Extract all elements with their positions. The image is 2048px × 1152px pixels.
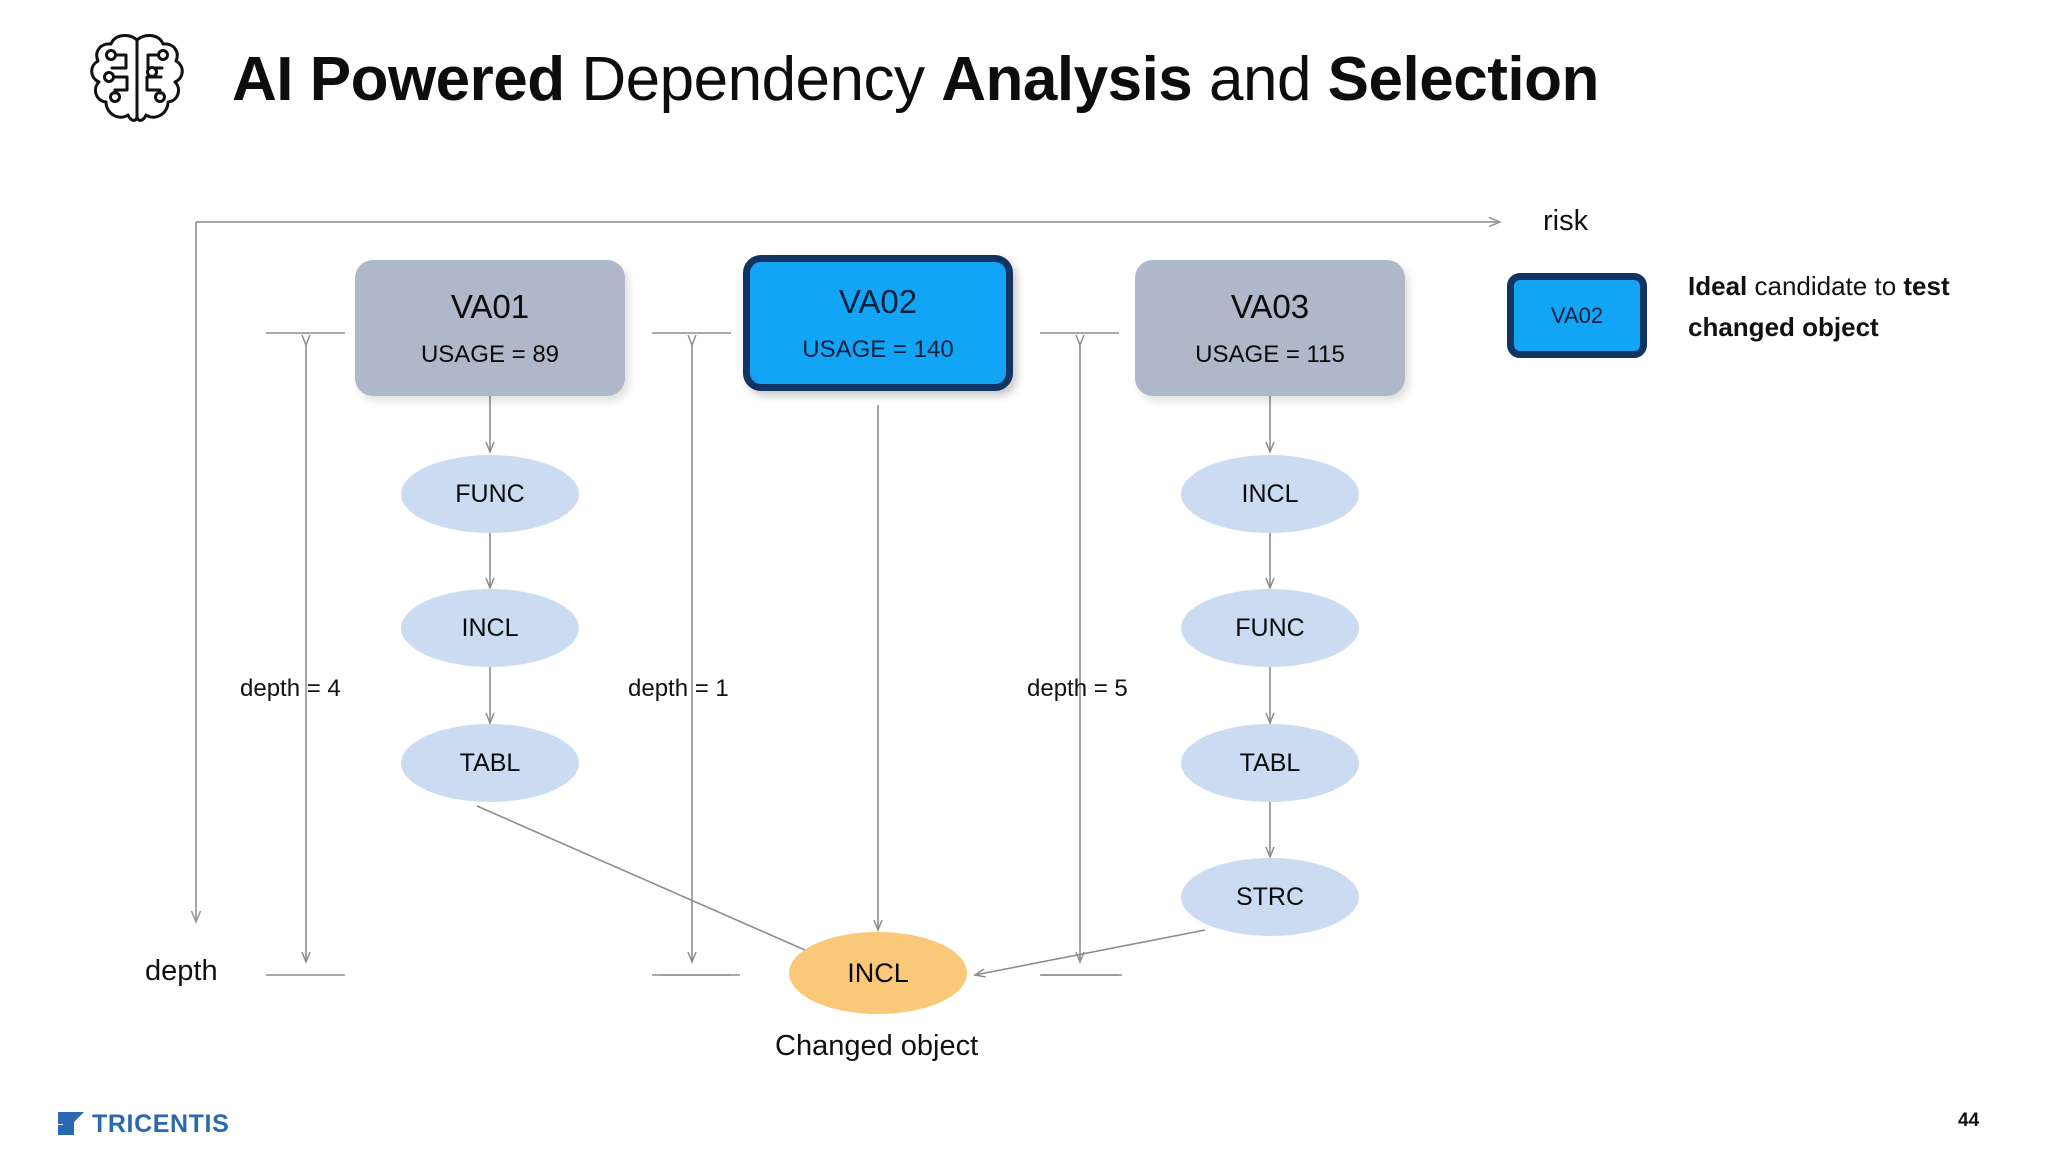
node-va01-tabl-label: TABL [459, 748, 521, 777]
legend-part-2: test changed object [1688, 271, 1950, 342]
node-va03-func[interactable]: FUNC [1181, 589, 1359, 667]
legend-part-1: candidate to [1754, 271, 1904, 301]
depth-label-va01: depth = 4 [240, 675, 341, 702]
node-va03-incl-label: INCL [1241, 479, 1299, 508]
legend-part-0: Ideal [1688, 271, 1755, 301]
legend-swatch-label: VA02 [1550, 302, 1604, 328]
node-va03-strc[interactable]: STRC [1181, 858, 1359, 936]
node-va03-func-label: FUNC [1235, 613, 1305, 642]
node-changed-object-label: INCL [847, 957, 909, 988]
node-va01-incl[interactable]: INCL [401, 589, 579, 667]
legend-swatch-va02: VA02 [1507, 273, 1647, 358]
tricentis-logo: TRICENTIS [58, 1110, 229, 1138]
node-va01-title: VA01 [450, 287, 530, 325]
tricentis-wordmark: TRICENTIS [92, 1110, 229, 1138]
node-va01-tabl[interactable]: TABL [401, 724, 579, 802]
node-changed-object[interactable]: INCL [789, 932, 967, 1014]
depth-label-va03: depth = 5 [1027, 675, 1128, 702]
node-va02-usage: USAGE = 140 [802, 335, 954, 363]
edge-strc-to-changed [975, 929, 1206, 975]
legend-description: Ideal candidate to test changed object [1688, 266, 1988, 348]
depth-label-va02: depth = 1 [628, 675, 729, 702]
title-part-2: Analysis [941, 45, 1209, 114]
node-va03-tabl-label: TABL [1239, 748, 1301, 777]
node-va03-tabl[interactable]: TABL [1181, 724, 1359, 802]
edge-tabl-to-changed [476, 805, 855, 972]
node-va01-func-label: FUNC [455, 479, 525, 508]
page-number: 44 [1958, 1110, 1980, 1131]
title-part-0: AI Powered [232, 45, 582, 114]
node-va01-usage: USAGE = 89 [420, 340, 560, 368]
node-va03-incl[interactable]: INCL [1181, 455, 1359, 533]
node-va02[interactable]: VA02 USAGE = 140 [743, 255, 1013, 391]
title-part-1: Dependency [581, 45, 942, 114]
node-va03-usage: USAGE = 115 [1195, 340, 1345, 368]
node-va03[interactable]: VA03 USAGE = 115 [1135, 260, 1405, 396]
ai-brain-icon [90, 34, 184, 122]
title-part-4: Selection [1327, 45, 1600, 114]
page-title: AI Powered Dependency Analysis and Selec… [232, 42, 1599, 118]
slide-header: AI Powered Dependency Analysis and Selec… [0, 0, 2048, 170]
changed-object-caption: Changed object [775, 1030, 979, 1062]
risk-axis-label: risk [1543, 205, 1589, 237]
node-va01[interactable]: VA01 USAGE = 89 [355, 260, 625, 396]
node-va03-title: VA03 [1230, 287, 1310, 325]
title-part-3: and [1209, 45, 1328, 114]
node-va02-title: VA02 [838, 282, 918, 320]
node-va01-incl-label: INCL [461, 613, 519, 642]
node-va01-func[interactable]: FUNC [401, 455, 579, 533]
node-va03-strc-label: STRC [1235, 882, 1305, 911]
depth-axis-label: depth [145, 955, 218, 987]
